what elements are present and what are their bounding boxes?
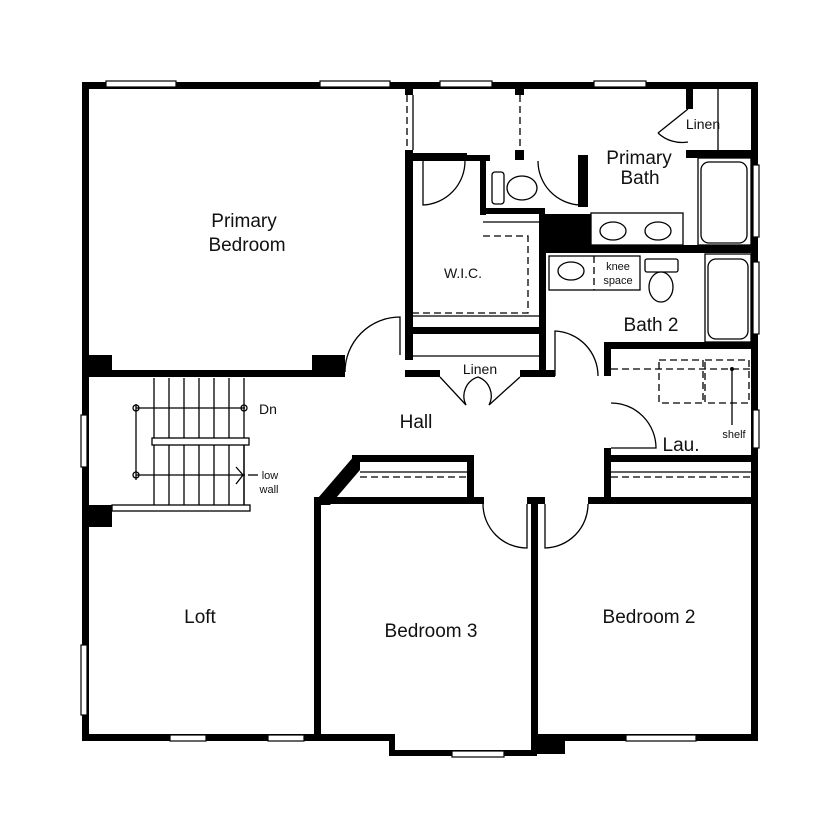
label-bedroom-2: Bedroom 2 (603, 607, 696, 628)
label-hall: Hall (400, 412, 433, 433)
doors (344, 108, 689, 549)
label-primary-bath-2: Bath (620, 168, 659, 189)
toilet-icon (491, 171, 505, 205)
label-loft: Loft (184, 607, 216, 628)
label-wic: W.I.C. (444, 265, 482, 281)
label-shelf: shelf (722, 429, 746, 441)
label-bedroom-3: Bedroom 3 (385, 621, 478, 642)
staircase (111, 378, 258, 512)
label-primary-bath-1: Primary (606, 148, 672, 169)
label-primary-bedroom-1: Primary (211, 211, 277, 232)
fixtures (491, 157, 752, 343)
toilet-icon (644, 258, 679, 273)
label-stairs-down: Dn (259, 401, 277, 417)
room-labels: Primary Bedroom Primary Bath Linen W.I.C… (184, 116, 746, 642)
label-knee-2: space (603, 275, 632, 287)
label-laundry: Lau. (663, 435, 700, 456)
label-low-wall-1: low (262, 470, 279, 482)
label-linen-hall: Linen (463, 361, 497, 377)
label-bath-2: Bath 2 (624, 315, 679, 336)
windows (80, 80, 760, 758)
bathtub-icon (707, 258, 749, 340)
label-low-wall-2: wall (259, 484, 279, 496)
label-primary-bedroom-2: Bedroom (208, 235, 285, 256)
interior-walls (82, 89, 758, 741)
closet-shelves (360, 89, 751, 478)
label-linen-bath: Linen (686, 116, 720, 132)
label-knee-1: knee (606, 261, 630, 273)
arrow-icon (235, 466, 244, 485)
